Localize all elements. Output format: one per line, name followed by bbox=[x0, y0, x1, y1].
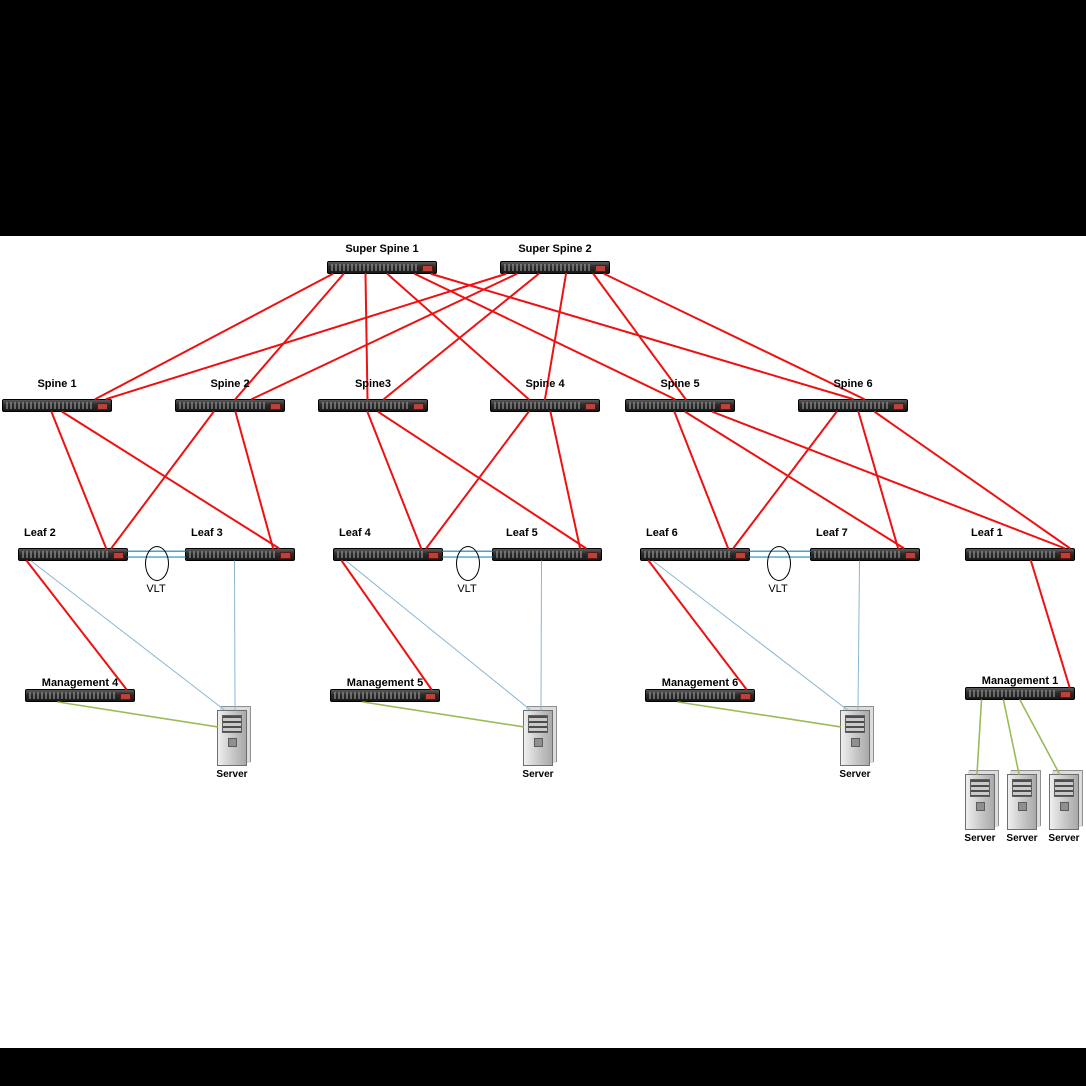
vlt-2-label: VLT bbox=[457, 583, 477, 595]
server-power-button bbox=[227, 738, 237, 747]
link-management-6-server-3 bbox=[677, 701, 841, 728]
link-leaf-7-server-3 bbox=[857, 560, 860, 711]
management-5-switch bbox=[330, 689, 440, 702]
server-3-tower bbox=[840, 710, 870, 766]
management-4-label: Management 4 bbox=[41, 677, 119, 689]
server-5-tower bbox=[1007, 774, 1037, 830]
server-power-button bbox=[975, 802, 985, 811]
server-drive-bays bbox=[845, 715, 865, 733]
server-drive-bays bbox=[970, 779, 990, 797]
spine-5-label: Spine 5 bbox=[660, 378, 700, 390]
leaf-4-label: Leaf 4 bbox=[339, 527, 371, 539]
super-spine-1-switch bbox=[327, 261, 437, 274]
server-1-tower bbox=[217, 710, 247, 766]
management-6-switch bbox=[645, 689, 755, 702]
management-1-switch bbox=[965, 687, 1075, 700]
server-2-label: Server bbox=[522, 769, 554, 780]
server-1-label: Server bbox=[216, 769, 248, 780]
vlt-1-ellipse bbox=[145, 546, 169, 581]
link-leaf-6-management-6 bbox=[647, 560, 748, 690]
link-leaf-3-server-1 bbox=[234, 560, 236, 711]
server-3-label: Server bbox=[839, 769, 871, 780]
server-power-button bbox=[1059, 802, 1069, 811]
leaf-4-switch bbox=[333, 548, 443, 561]
vlt-3-label: VLT bbox=[768, 583, 788, 595]
leaf-7-label: Leaf 7 bbox=[816, 527, 848, 539]
spine-6-switch bbox=[798, 399, 908, 412]
spine-4-switch bbox=[490, 399, 600, 412]
server-6-label: Server bbox=[1048, 833, 1080, 844]
link-management-5-server-2 bbox=[362, 701, 524, 728]
link-leaf-2-management-4 bbox=[25, 560, 128, 690]
leaf-7-switch bbox=[810, 548, 920, 561]
link-leaf-5-server-2 bbox=[540, 560, 542, 711]
server-4-label: Server bbox=[964, 833, 996, 844]
link-management-1-server-4 bbox=[976, 699, 983, 775]
leaf-3-switch bbox=[185, 548, 295, 561]
management-1-label: Management 1 bbox=[981, 675, 1059, 687]
leaf-6-label: Leaf 6 bbox=[646, 527, 678, 539]
server-drive-bays bbox=[1054, 779, 1074, 797]
management-5-label: Management 5 bbox=[346, 677, 424, 689]
bottom-letterbox-bar bbox=[0, 1048, 1086, 1086]
top-letterbox-bar bbox=[0, 0, 1086, 236]
super-spine-2-switch bbox=[500, 261, 610, 274]
link-management-1-server-6 bbox=[1019, 699, 1061, 775]
link-management-1-server-5 bbox=[1002, 699, 1020, 775]
server-4-tower bbox=[965, 774, 995, 830]
spine-2-switch bbox=[175, 399, 285, 412]
leaf-2-switch bbox=[18, 548, 128, 561]
management-4-switch bbox=[25, 689, 135, 702]
spine-5-switch bbox=[625, 399, 735, 412]
server-power-button bbox=[1017, 802, 1027, 811]
vlt-1-label: VLT bbox=[146, 583, 166, 595]
management-6-label: Management 6 bbox=[661, 677, 739, 689]
leaf-1-switch bbox=[965, 548, 1075, 561]
link-leaf-1-management-1 bbox=[1030, 560, 1071, 688]
spine-3-switch bbox=[318, 399, 428, 412]
leaf-2-label: Leaf 2 bbox=[24, 527, 56, 539]
leaf-3-label: Leaf 3 bbox=[191, 527, 223, 539]
leaf-6-switch bbox=[640, 548, 750, 561]
server-drive-bays bbox=[1012, 779, 1032, 797]
server-5-label: Server bbox=[1006, 833, 1038, 844]
leaf-1-label: Leaf 1 bbox=[971, 527, 1003, 539]
server-drive-bays bbox=[222, 715, 242, 733]
server-power-button bbox=[850, 738, 860, 747]
link-management-4-server-1 bbox=[57, 701, 218, 728]
link-super-spine-2-spine-1 bbox=[105, 273, 507, 400]
spine-1-switch bbox=[2, 399, 112, 412]
leaf-5-switch bbox=[492, 548, 602, 561]
spine-1-label: Spine 1 bbox=[37, 378, 77, 390]
server-6-tower bbox=[1049, 774, 1079, 830]
server-power-button bbox=[533, 738, 543, 747]
link-leaf-4-management-5 bbox=[340, 560, 433, 690]
spine-4-label: Spine 4 bbox=[525, 378, 565, 390]
spine-2-label: Spine 2 bbox=[210, 378, 250, 390]
leaf-5-label: Leaf 5 bbox=[506, 527, 538, 539]
spine-6-label: Spine 6 bbox=[833, 378, 873, 390]
vlt-2-ellipse bbox=[456, 546, 480, 581]
super-spine-2-label: Super Spine 2 bbox=[518, 243, 592, 255]
super-spine-1-label: Super Spine 1 bbox=[345, 243, 419, 255]
vlt-3-ellipse bbox=[767, 546, 791, 581]
spine-3-label: Spine3 bbox=[354, 378, 392, 390]
server-drive-bays bbox=[528, 715, 548, 733]
server-2-tower bbox=[523, 710, 553, 766]
